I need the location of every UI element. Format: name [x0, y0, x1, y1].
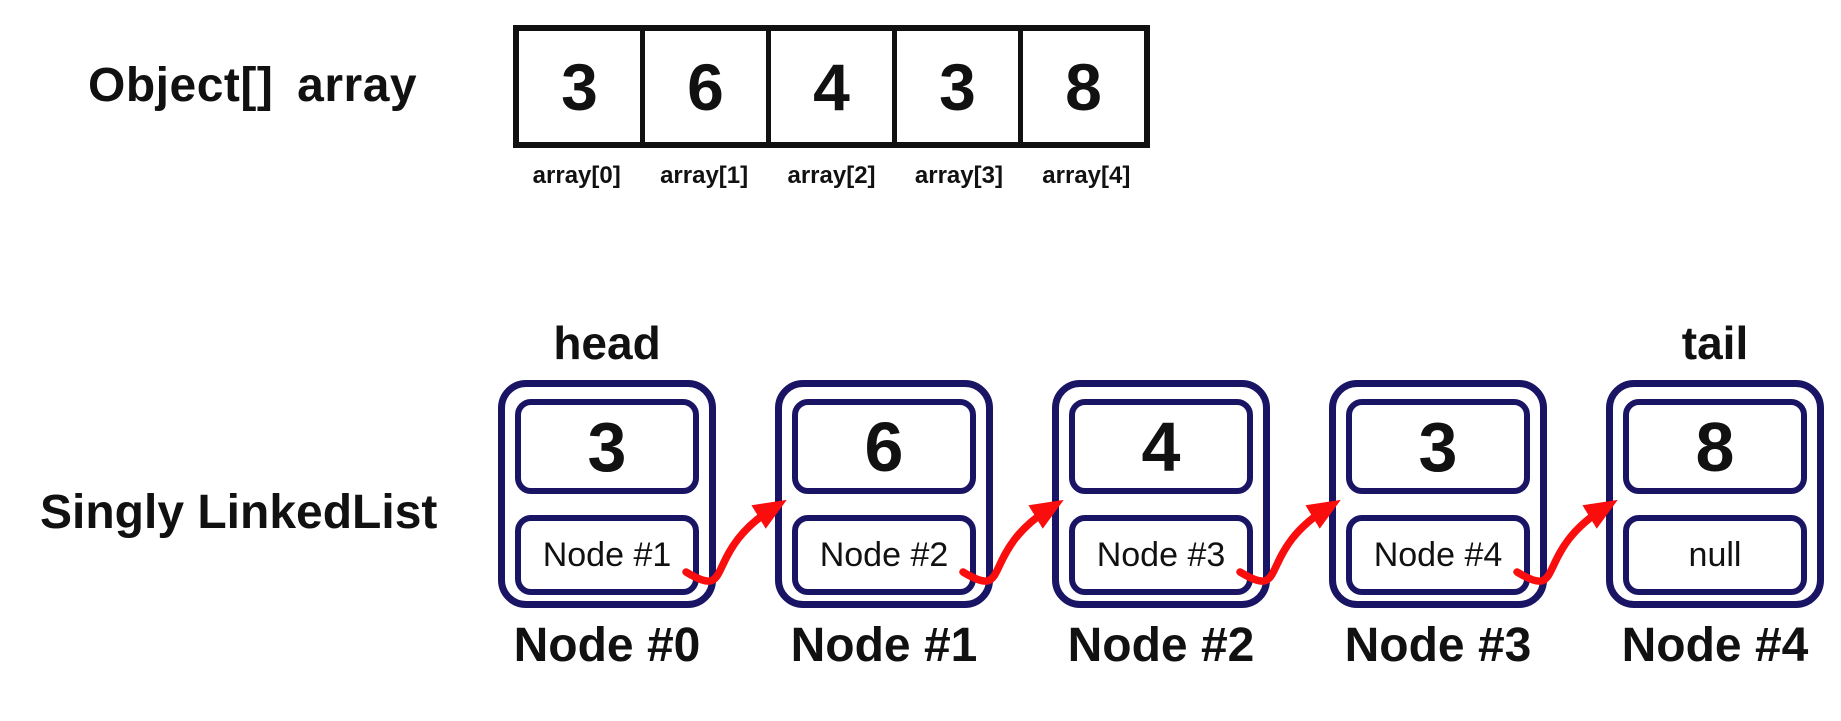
array-index-label: array[2] [787, 162, 876, 189]
array-cell-value: 3 [561, 49, 598, 124]
array-index-label: array[0] [532, 162, 621, 189]
array-index-label: array[3] [914, 162, 1003, 189]
object-array-label: Object[] array [88, 59, 418, 112]
array-cell: 3 [892, 31, 1018, 142]
linked-list-node: 3 Node #1 [498, 380, 716, 608]
node-next-ref: Node #4 [1346, 515, 1530, 595]
array-cell-value: 3 [939, 49, 976, 124]
tail-label: tail [1681, 317, 1749, 369]
node-caption: Node #2 [1067, 619, 1255, 672]
array-cell: 4 [766, 31, 892, 142]
node-value: 3 [515, 399, 699, 494]
node-next-ref: Node #2 [792, 515, 976, 595]
node-caption: Node #4 [1621, 619, 1809, 672]
node-next-ref: Node #1 [515, 515, 699, 595]
array-index-label: array[1] [660, 162, 749, 189]
linked-list-node: 4 Node #3 [1052, 380, 1270, 608]
node-caption: Node #3 [1344, 619, 1532, 672]
array-cell-value: 8 [1065, 49, 1102, 124]
array-diagram: 3 6 4 3 8 [513, 25, 1150, 148]
array-cell-value: 4 [813, 49, 850, 124]
linked-list-node: 3 Node #4 [1329, 380, 1547, 608]
node-value: 8 [1623, 399, 1807, 494]
node-value: 3 [1346, 399, 1530, 494]
array-cell: 3 [519, 31, 640, 142]
array-cell-value: 6 [687, 49, 724, 124]
array-cell: 8 [1018, 31, 1144, 142]
head-label: head [553, 317, 661, 369]
node-next-ref: null [1623, 515, 1807, 595]
node-caption: Node #0 [513, 619, 701, 672]
node-caption: Node #1 [790, 619, 978, 672]
linked-list-node: 8 null [1606, 380, 1824, 608]
singly-linkedlist-label: Singly LinkedList [40, 486, 438, 539]
node-next-ref: Node #3 [1069, 515, 1253, 595]
array-index-row: array[0] array[1] array[2] array[3] arra… [513, 162, 1150, 190]
node-value: 6 [792, 399, 976, 494]
linked-list-node: 6 Node #2 [775, 380, 993, 608]
node-value: 4 [1069, 399, 1253, 494]
array-index-label: array[4] [1042, 162, 1131, 189]
array-cell: 6 [640, 31, 766, 142]
